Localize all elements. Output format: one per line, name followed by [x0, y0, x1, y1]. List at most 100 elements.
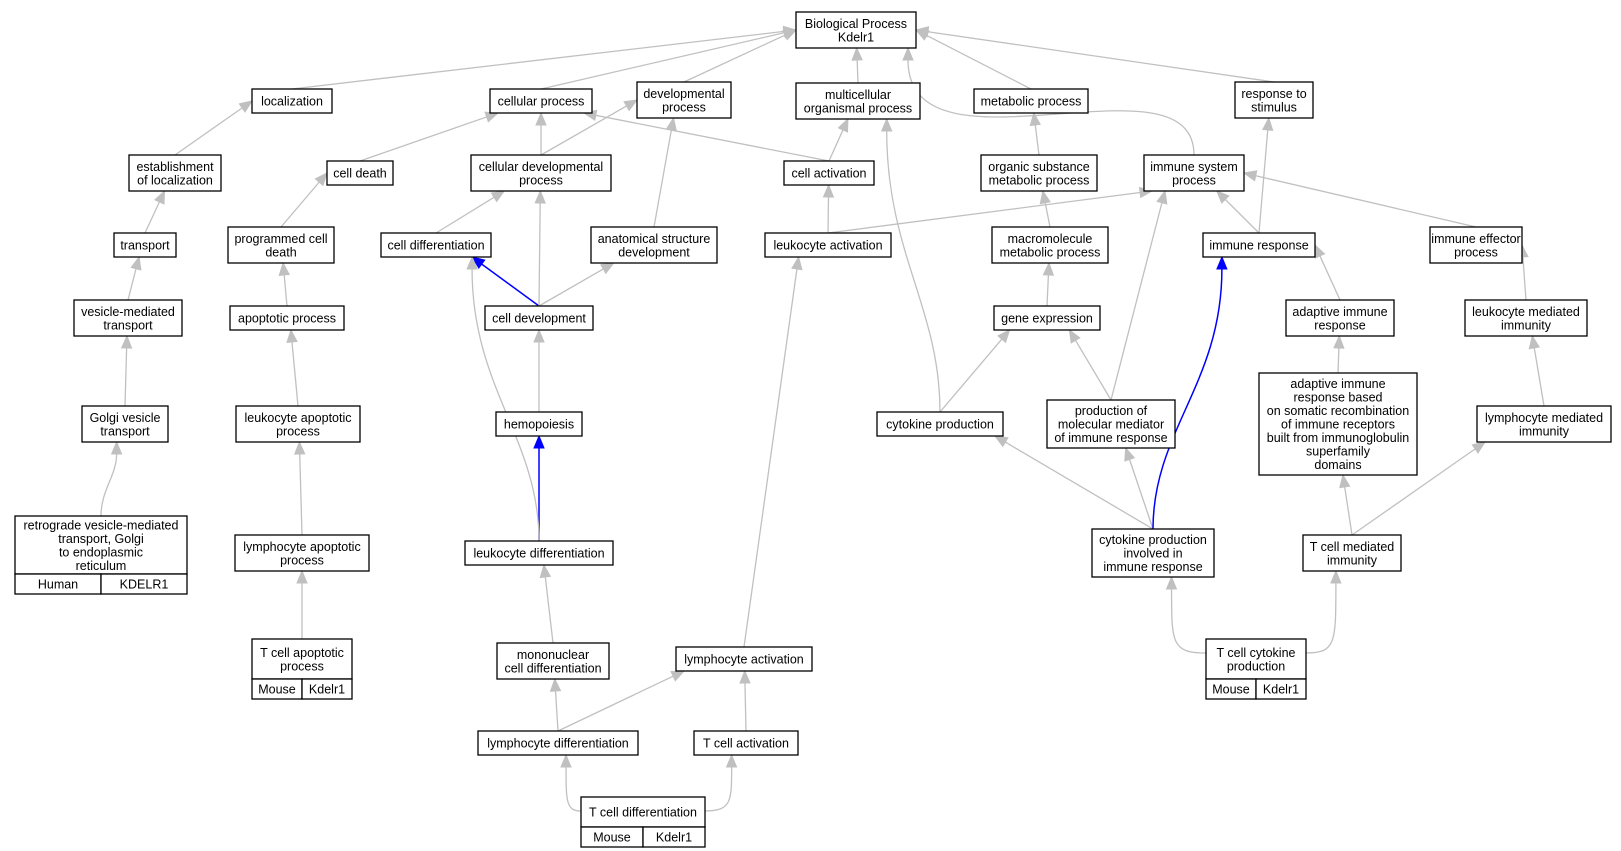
- node-label-line: stimulus: [1251, 100, 1297, 114]
- arrowhead: [791, 255, 803, 271]
- node-box: [380, 232, 492, 258]
- edge-cellular_developmental-to-cellular_process: [535, 111, 547, 155]
- arrowhead: [296, 569, 308, 584]
- node-box: [1429, 226, 1523, 264]
- go-node-cell-development[interactable]: cell development: [484, 305, 594, 331]
- edge-cellular_developmental-to-developmental_process: [540, 99, 639, 156]
- node-label-line: process: [276, 424, 320, 438]
- node-box: [991, 226, 1109, 264]
- arrowhead: [549, 677, 562, 692]
- edge-line: [828, 129, 844, 162]
- node-box: [251, 88, 333, 114]
- go-node-cytokine-production[interactable]: cytokine production: [876, 411, 1004, 437]
- go-node-hemopoiesis[interactable]: hemopoiesis: [495, 411, 583, 437]
- node-box: [81, 405, 169, 443]
- node-label-line: metabolic process: [1000, 245, 1101, 259]
- arrowhead: [600, 262, 615, 275]
- go-node-localization[interactable]: localization: [251, 88, 333, 114]
- go-node-immune-response[interactable]: immune response: [1202, 232, 1316, 258]
- go-node-cell-differentiation[interactable]: cell differentiation: [380, 232, 492, 258]
- edge-line: [1110, 202, 1163, 401]
- species-cell: Mouse: [1205, 678, 1257, 700]
- arrowhead: [535, 111, 547, 126]
- arrowhead: [154, 189, 166, 205]
- edge-t_cell_apoptotic-to-lymphocyte_apoptotic: [296, 569, 308, 639]
- edge-line: [544, 576, 554, 644]
- node-box: [484, 305, 594, 331]
- arrowhead: [1039, 189, 1051, 205]
- edge-line: [1319, 255, 1341, 301]
- node-label-line: cytokine production: [886, 418, 994, 432]
- go-node-t-cell-activation[interactable]: T cell activation: [693, 730, 799, 756]
- gene-cell: Kdelr1: [1255, 678, 1307, 700]
- node-box: [470, 154, 612, 192]
- arrowhead: [1042, 261, 1055, 276]
- go-node-gene-expression[interactable]: gene expression: [993, 305, 1101, 331]
- go-node-metabolic-process[interactable]: metabolic process: [973, 88, 1089, 114]
- annotation-box: [100, 573, 188, 595]
- arrowhead: [665, 116, 677, 132]
- arrowhead: [1339, 473, 1351, 489]
- edge-lymphocyte_apoptotic-to-leukocyte_apoptotic: [293, 440, 306, 536]
- go-node-cell-activation[interactable]: cell activation: [783, 160, 875, 186]
- edge-line: [1522, 256, 1527, 301]
- edge-cell_development-to-anatomical_structure: [538, 262, 615, 307]
- edge-cell_differentiation-to-cellular_developmental: [435, 190, 506, 234]
- go-node-lymphocyte-differentiation[interactable]: lymphocyte differentiation: [477, 730, 639, 756]
- go-node-lymphocyte-activation[interactable]: lymphocyte activation: [675, 646, 813, 672]
- arrowhead: [822, 183, 835, 198]
- arrowhead: [533, 434, 545, 449]
- arrowhead: [314, 172, 328, 187]
- arrowhead: [1165, 575, 1178, 590]
- edge-line: [926, 34, 1032, 90]
- go-node-transport[interactable]: transport: [113, 232, 177, 258]
- go-node-cell-death[interactable]: cell death: [326, 160, 394, 186]
- node-box: [235, 405, 361, 443]
- node-label-line: lymphocyte apoptotic: [243, 540, 360, 554]
- node-label-line: apoptotic process: [238, 312, 336, 326]
- species-cell: Human: [14, 573, 102, 595]
- go-node-apoptotic-process[interactable]: apoptotic process: [229, 305, 345, 331]
- node-box: [1091, 528, 1215, 578]
- node-box: [675, 646, 813, 672]
- arrowhead: [533, 328, 545, 343]
- node-label-line: molecular mediator: [1058, 418, 1164, 432]
- node-label-line: mononuclear: [517, 648, 589, 662]
- node-label-line: domains: [1314, 458, 1361, 472]
- go-node-leukocyte-differentiation[interactable]: leukocyte differentiation: [464, 540, 614, 566]
- go-node-cellular-process[interactable]: cellular process: [489, 88, 593, 114]
- edge-line: [1337, 347, 1340, 374]
- node-label-line: macromolecule: [1008, 232, 1093, 246]
- edge-line: [743, 268, 798, 648]
- go-node-leukocyte-activation[interactable]: leukocyte activation: [764, 232, 892, 258]
